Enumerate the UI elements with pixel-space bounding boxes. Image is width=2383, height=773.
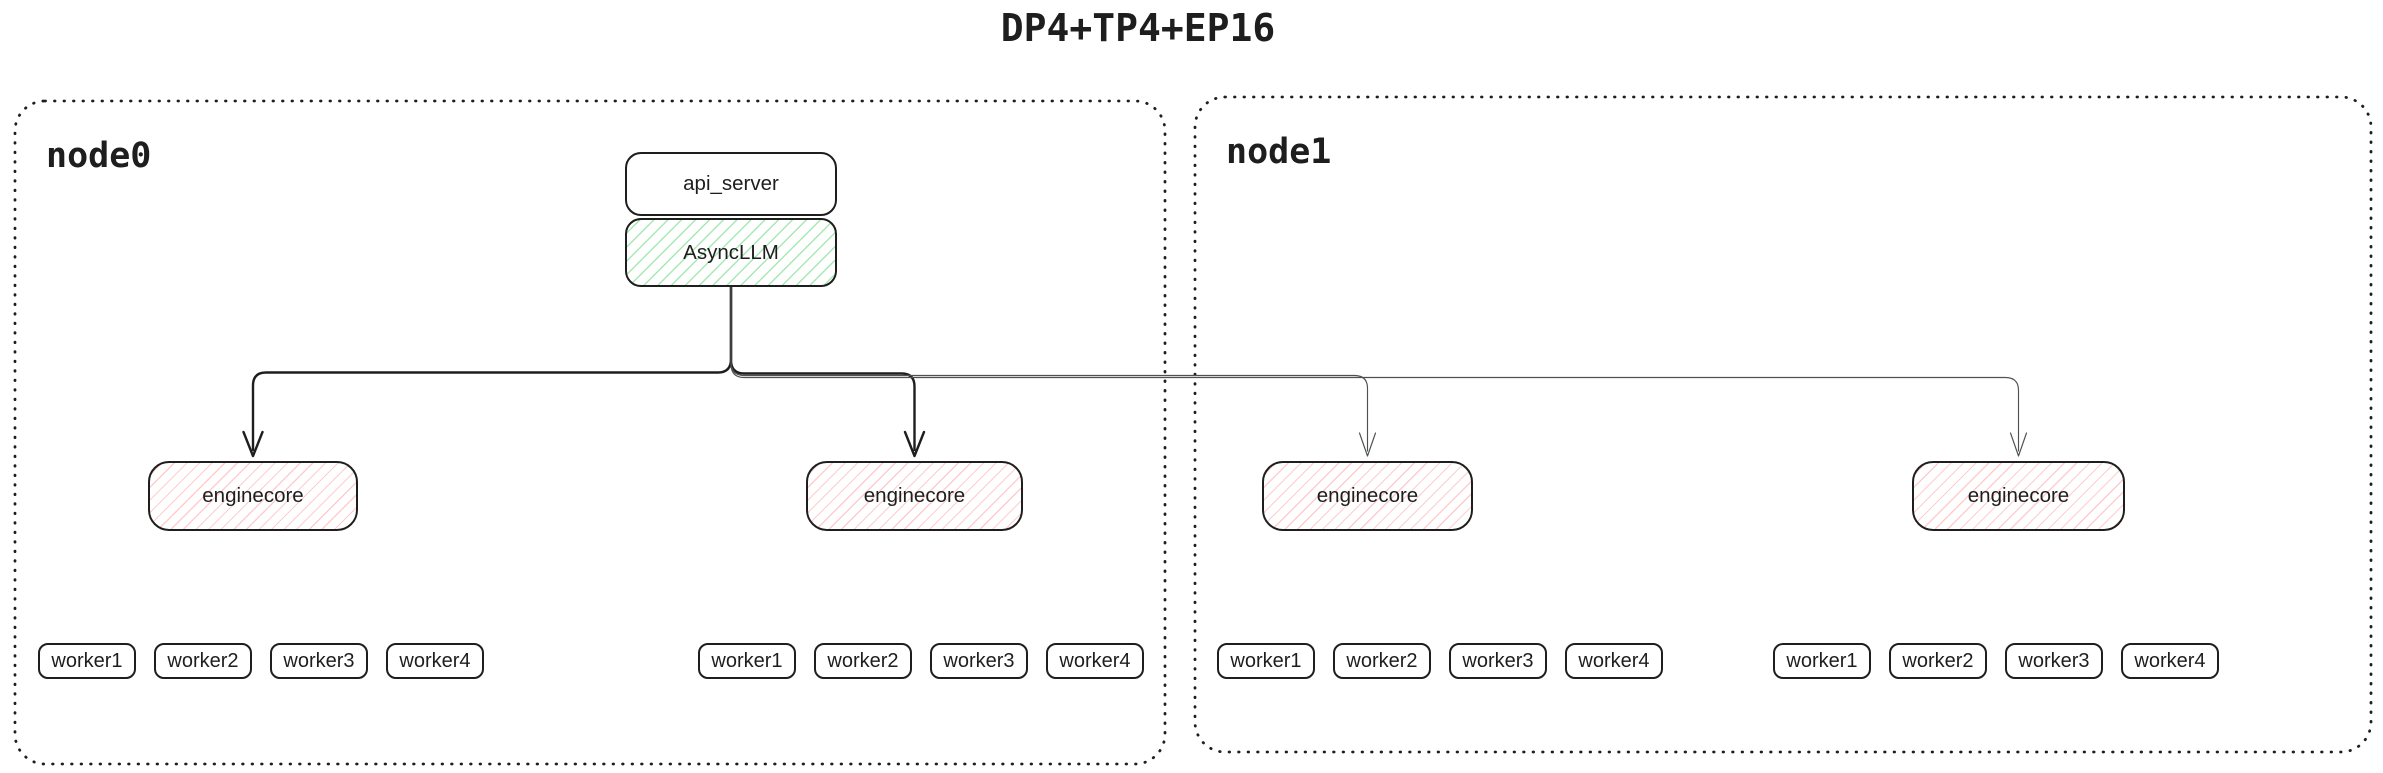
- worker-box: worker2: [1333, 643, 1431, 679]
- asyncllm-box: AsyncLLM: [625, 218, 837, 287]
- worker-box: worker1: [38, 643, 136, 679]
- arrow-asyncllm-to-enginecore-4: [730, 286, 2020, 452]
- arrowhead-enginecore-2: [903, 430, 926, 458]
- worker-box: worker3: [930, 643, 1028, 679]
- worker-box: worker4: [2121, 643, 2219, 679]
- arrowhead-enginecore-1: [242, 430, 264, 458]
- arrow-asyncllm-to-enginecore-2: [729, 285, 916, 452]
- worker-box: worker3: [270, 643, 368, 679]
- api-server-box: api_server: [625, 152, 837, 216]
- diagram-title: DP4+TP4+EP16: [1000, 6, 1276, 50]
- arrow-asyncllm-to-enginecore-1: [251, 285, 733, 452]
- worker-group-4: worker1 worker2 worker3 worker4: [1773, 643, 2219, 679]
- worker-box: worker1: [1773, 643, 1871, 679]
- worker-box: worker4: [1046, 643, 1144, 679]
- arrowhead-enginecore-4: [2009, 432, 2028, 457]
- worker-box: worker1: [698, 643, 796, 679]
- worker-box: worker2: [814, 643, 912, 679]
- enginecore-box-3: enginecore: [1262, 461, 1473, 531]
- arrowhead-enginecore-3: [1358, 432, 1377, 457]
- worker-box: worker3: [2005, 643, 2103, 679]
- worker-group-2: worker1 worker2 worker3 worker4: [698, 643, 1144, 679]
- worker-box: worker2: [154, 643, 252, 679]
- worker-group-1: worker1 worker2 worker3 worker4: [38, 643, 484, 679]
- worker-box: worker1: [1217, 643, 1315, 679]
- worker-box: worker2: [1889, 643, 1987, 679]
- enginecore-box-2: enginecore: [806, 461, 1023, 531]
- arrow-asyncllm-to-enginecore-3: [730, 286, 1369, 452]
- enginecore-box-1: enginecore: [148, 461, 358, 531]
- node1-label: node1: [1226, 132, 1332, 172]
- worker-group-3: worker1 worker2 worker3 worker4: [1217, 643, 1663, 679]
- enginecore-box-4: enginecore: [1912, 461, 2125, 531]
- worker-box: worker4: [1565, 643, 1663, 679]
- node0-label: node0: [46, 136, 152, 176]
- worker-box: worker3: [1449, 643, 1547, 679]
- worker-box: worker4: [386, 643, 484, 679]
